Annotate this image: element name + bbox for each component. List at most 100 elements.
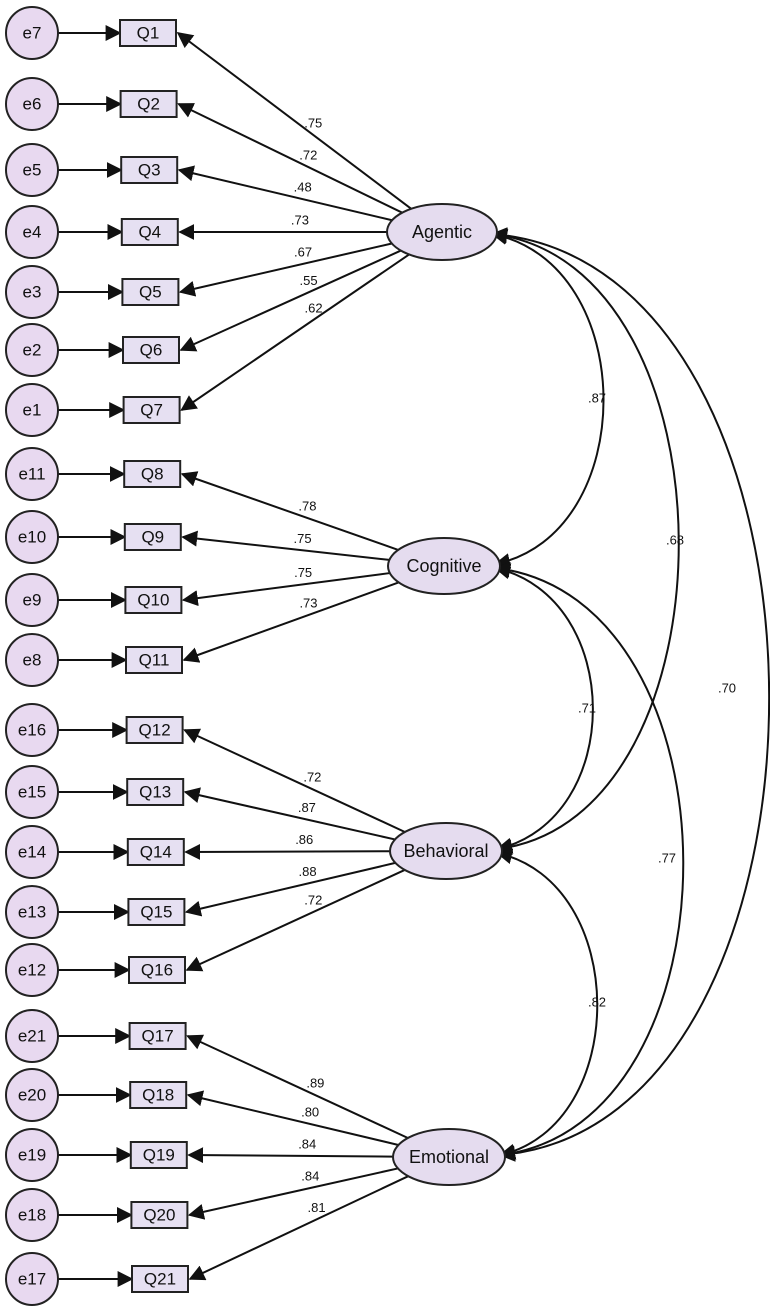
loading-label-Q15: .88 bbox=[299, 864, 317, 879]
error-node-e13 bbox=[5, 885, 59, 939]
loading-label-Q8: .78 bbox=[298, 499, 316, 514]
item-label-Q19: Q19 bbox=[143, 1146, 175, 1165]
factor-label-cognitive: Cognitive bbox=[406, 556, 481, 576]
edges-layer bbox=[58, 25, 770, 1287]
error-node-e3 bbox=[5, 265, 59, 319]
loading-label-Q4: .73 bbox=[291, 213, 309, 228]
error-node-e14 bbox=[5, 825, 59, 879]
item-label-Q5: Q5 bbox=[139, 283, 162, 302]
loading-label-Q9: .75 bbox=[294, 531, 312, 546]
item-label-Q21: Q21 bbox=[144, 1270, 176, 1289]
loading-label-Q5: .67 bbox=[294, 244, 312, 259]
error-label-e15: e15 bbox=[18, 783, 46, 802]
loading-label-Q14: .86 bbox=[295, 832, 313, 847]
loading-path-Q15 bbox=[184, 861, 396, 917]
factor-node-cognitive bbox=[387, 537, 501, 595]
correlation-label-agentic-emotional: .70 bbox=[718, 681, 736, 696]
error-node-e7 bbox=[5, 6, 59, 60]
factor-label-agentic: Agentic bbox=[412, 222, 472, 242]
error-node-e2 bbox=[5, 323, 59, 377]
item-label-Q2: Q2 bbox=[137, 95, 160, 114]
item-box-Q8 bbox=[123, 460, 182, 488]
error-label-e13: e13 bbox=[18, 903, 46, 922]
error-node-e10 bbox=[5, 510, 59, 564]
item-box-Q16 bbox=[128, 956, 186, 984]
error-label-e9: e9 bbox=[23, 591, 42, 610]
loading-label-Q13: .87 bbox=[298, 800, 316, 815]
item-label-Q17: Q17 bbox=[142, 1027, 174, 1046]
loading-path-Q11 bbox=[182, 581, 399, 663]
item-label-Q4: Q4 bbox=[138, 223, 161, 242]
loading-path-Q3 bbox=[177, 165, 393, 222]
item-label-Q7: Q7 bbox=[140, 401, 163, 420]
correlation-label-agentic-behavioral: .68 bbox=[666, 533, 684, 548]
loading-path-Q6 bbox=[179, 249, 402, 352]
error-node-e21 bbox=[5, 1009, 59, 1063]
item-label-Q11: Q11 bbox=[139, 651, 170, 670]
loading-label-Q11: .73 bbox=[299, 595, 317, 610]
loading-path-Q13 bbox=[183, 787, 396, 841]
error-label-e12: e12 bbox=[18, 961, 46, 980]
correlation-label-behavioral-emotional: .82 bbox=[588, 995, 606, 1010]
error-node-e20 bbox=[5, 1068, 59, 1122]
loading-path-Q18 bbox=[186, 1090, 399, 1146]
loading-label-Q17: .89 bbox=[306, 1076, 324, 1091]
error-node-e18 bbox=[5, 1188, 59, 1242]
item-label-Q13: Q13 bbox=[139, 783, 171, 802]
error-node-e1 bbox=[5, 383, 59, 437]
loading-label-Q19: .84 bbox=[298, 1136, 316, 1151]
error-label-e11: e11 bbox=[18, 465, 45, 484]
loading-path-Q16 bbox=[185, 869, 406, 972]
item-box-Q2 bbox=[119, 90, 178, 118]
item-box-Q17 bbox=[128, 1022, 187, 1050]
factor-label-behavioral: Behavioral bbox=[403, 841, 488, 861]
item-label-Q3: Q3 bbox=[138, 161, 161, 180]
error-node-e5 bbox=[5, 143, 59, 197]
item-box-Q1 bbox=[119, 19, 177, 47]
loading-label-Q16: .72 bbox=[304, 892, 322, 907]
item-box-Q6 bbox=[122, 336, 180, 364]
error-node-e12 bbox=[5, 943, 59, 997]
factor-node-behavioral bbox=[389, 822, 503, 880]
error-label-e1: e1 bbox=[23, 401, 42, 420]
factor-node-emotional bbox=[392, 1128, 506, 1186]
item-label-Q1: Q1 bbox=[137, 24, 160, 43]
item-box-Q11 bbox=[125, 646, 183, 674]
correlation-arc-agentic-emotional bbox=[491, 227, 770, 1162]
item-box-Q14 bbox=[126, 838, 185, 866]
loading-label-Q1: .75 bbox=[304, 115, 322, 130]
item-label-Q6: Q6 bbox=[140, 341, 163, 360]
item-label-Q18: Q18 bbox=[142, 1086, 174, 1105]
factor-label-emotional: Emotional bbox=[409, 1147, 489, 1167]
correlation-arc-cognitive-behavioral bbox=[493, 563, 594, 854]
item-label-Q20: Q20 bbox=[143, 1206, 175, 1225]
item-label-Q15: Q15 bbox=[140, 903, 172, 922]
loading-path-Q19 bbox=[187, 1147, 394, 1164]
error-label-e16: e16 bbox=[18, 721, 46, 740]
error-label-e14: e14 bbox=[18, 843, 46, 862]
error-node-e11 bbox=[5, 447, 59, 501]
error-label-e17: e17 bbox=[18, 1270, 46, 1289]
item-box-Q13 bbox=[126, 778, 185, 806]
error-label-e3: e3 bbox=[23, 283, 42, 302]
loading-label-Q6: .55 bbox=[299, 273, 317, 288]
loading-label-Q10: .75 bbox=[294, 565, 312, 580]
error-node-e9 bbox=[5, 573, 59, 627]
error-label-e8: e8 bbox=[23, 651, 42, 670]
item-label-Q14: Q14 bbox=[140, 843, 172, 862]
loading-path-Q1 bbox=[176, 32, 412, 210]
correlation-arc-cognitive-emotional bbox=[493, 561, 685, 1162]
error-node-e8 bbox=[5, 633, 59, 687]
loading-label-Q3: .48 bbox=[294, 180, 312, 195]
loading-path-Q12 bbox=[183, 728, 406, 833]
item-box-Q21 bbox=[131, 1265, 189, 1293]
error-label-e7: e7 bbox=[23, 24, 42, 43]
loading-label-Q18: .80 bbox=[301, 1104, 319, 1119]
correlation-label-cognitive-behavioral: .71 bbox=[578, 701, 596, 716]
loading-path-Q5 bbox=[178, 242, 393, 297]
error-label-e19: e19 bbox=[18, 1146, 46, 1165]
loading-label-Q20: .84 bbox=[301, 1168, 319, 1183]
error-label-e5: e5 bbox=[23, 161, 42, 180]
